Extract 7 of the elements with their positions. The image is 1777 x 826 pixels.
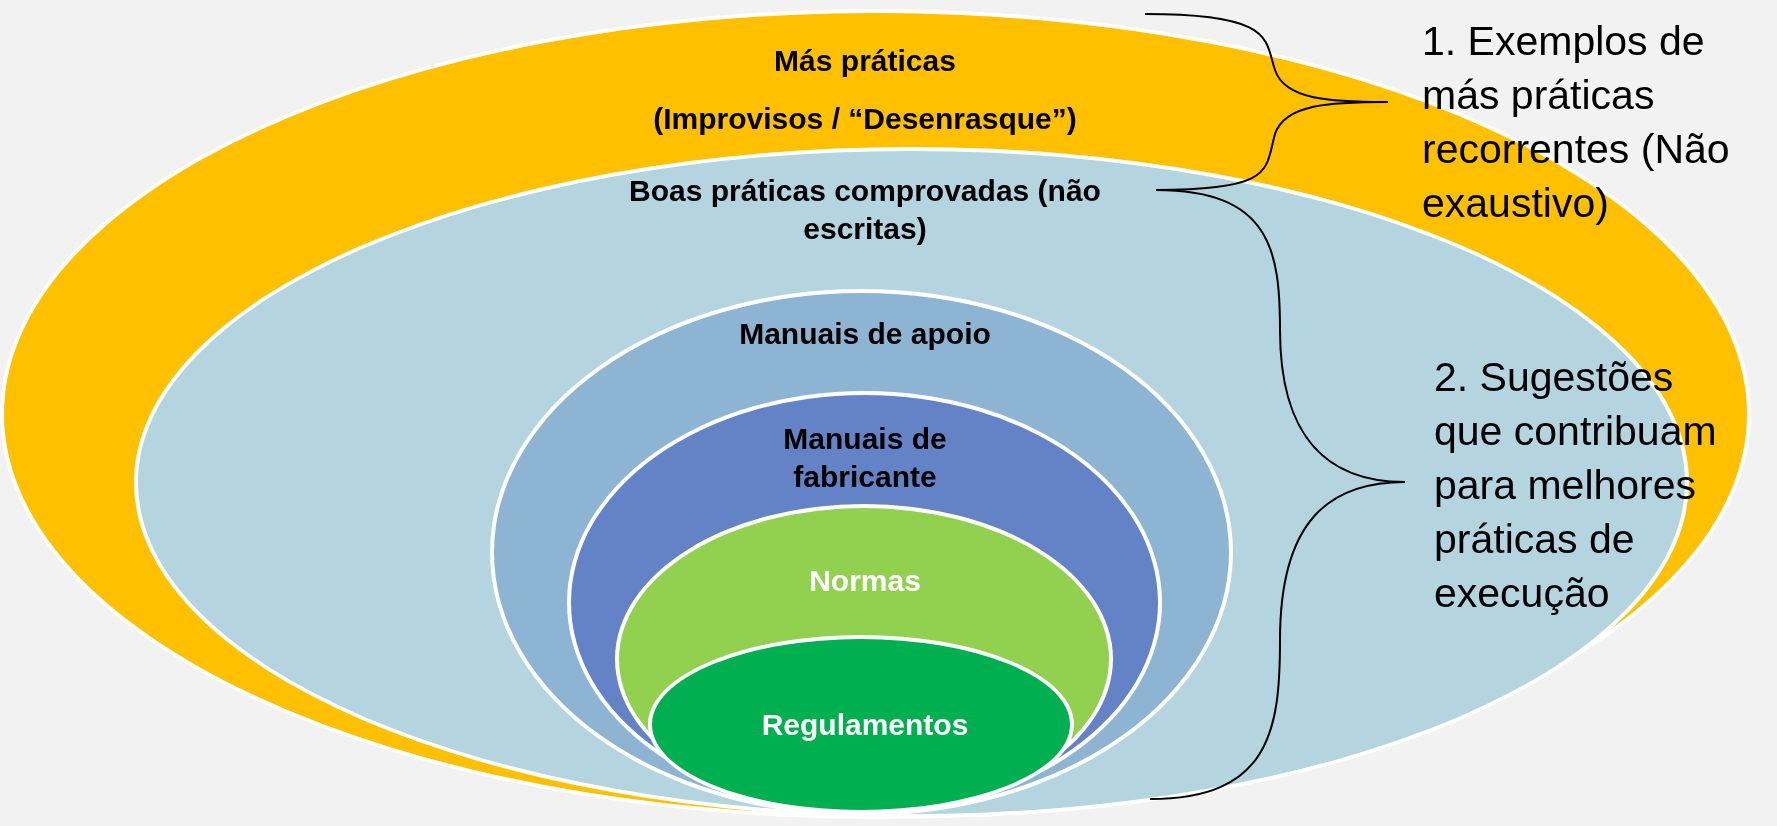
layer-label: Boas práticas comprovadas (não escritas)	[628, 173, 1102, 247]
layer-label: Regulamentos	[761, 707, 969, 743]
layer-label: Normas	[809, 563, 921, 599]
layer-label: (Improvisos / “Desenrasque”)	[653, 101, 1077, 137]
layer-label: Más práticas	[774, 43, 956, 79]
layer-label: Manuais de fabricante	[782, 421, 948, 495]
layer-label: Manuais de apoio	[739, 316, 991, 352]
